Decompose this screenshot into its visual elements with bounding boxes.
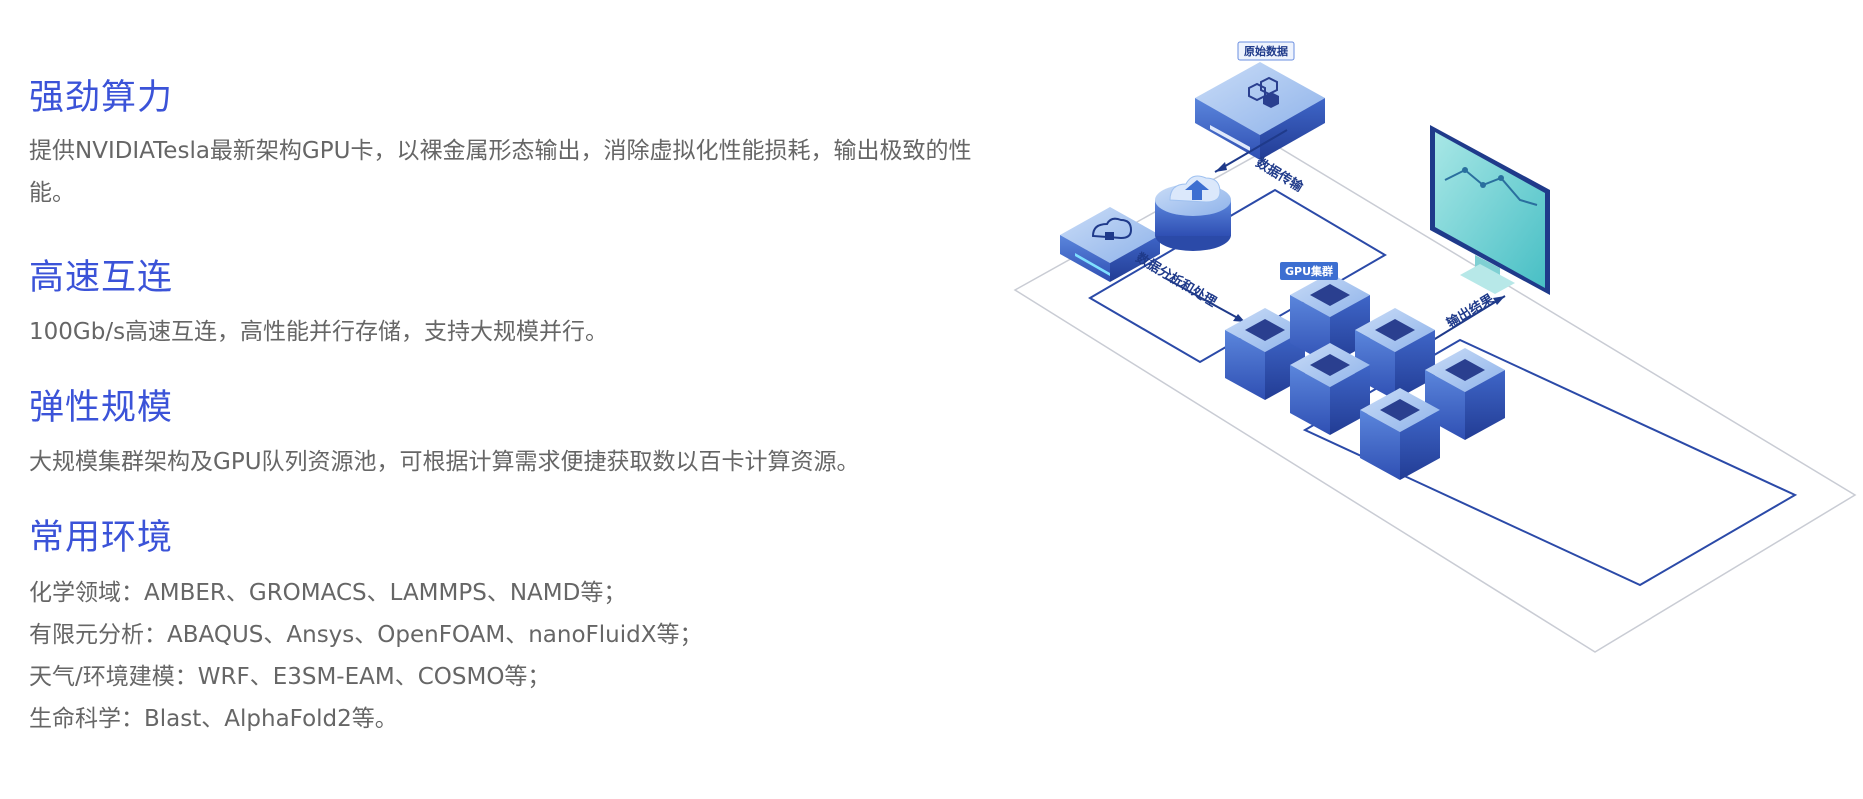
data-processing-arrow: 数据分析和处理 bbox=[1133, 250, 1246, 323]
cloud-lock-icon bbox=[1091, 217, 1133, 240]
raw-data-server bbox=[1195, 62, 1325, 160]
gpu-cluster-tag: GPU集群 bbox=[1280, 262, 1338, 280]
data-transfer-label: 数据传输 bbox=[1253, 155, 1307, 196]
gpu-server bbox=[1360, 388, 1440, 480]
architecture-diagram: 原始数据 bbox=[1005, 40, 1863, 670]
feature-common-environments: 常用环境 化学领域：AMBER、GROMACS、LAMMPS、NAMD等； 有限… bbox=[29, 514, 1009, 740]
monitor bbox=[1430, 125, 1550, 295]
output-arrow: 输出结果 bbox=[1424, 291, 1506, 346]
feature-title: 高速互连 bbox=[29, 258, 174, 298]
hexagon-icon bbox=[1248, 76, 1279, 108]
feature-title: 常用环境 bbox=[29, 518, 174, 558]
env-line-life-science: 生命科学：Blast、AlphaFold2等。 bbox=[29, 706, 398, 732]
cloud-storage bbox=[1060, 207, 1160, 282]
env-line-chemistry: 化学领域：AMBER、GROMACS、LAMMPS、NAMD等； bbox=[29, 580, 627, 606]
raw-data-tag: 原始数据 bbox=[1237, 41, 1295, 61]
data-processing-label: 数据分析和处理 bbox=[1133, 250, 1219, 311]
cloud-cylinder bbox=[1155, 175, 1231, 251]
env-line-weather: 天气/环境建模：WRF、E3SM-EAM、COSMO等； bbox=[29, 664, 551, 690]
feature-title: 强劲算力 bbox=[29, 78, 174, 118]
feature-interconnect: 高速互连 100Gb/s高速互连，高性能并行存储，支持大规模并行。 bbox=[29, 254, 1009, 350]
gpu-server bbox=[1225, 308, 1305, 400]
architecture-illustration: 原始数据 bbox=[1013, 41, 1857, 653]
raw-data-tag-label: 原始数据 bbox=[1244, 44, 1288, 58]
feature-desc: 100Gb/s高速互连，高性能并行存储，支持大规模并行。 bbox=[29, 319, 609, 345]
feature-title: 弹性规模 bbox=[29, 388, 174, 428]
env-line-fea: 有限元分析：ABAQUS、Ansys、OpenFOAM、nanoFluidX等； bbox=[29, 622, 703, 648]
feature-desc: 大规模集群架构及GPU队列资源池，可根据计算需求便捷获取数以百卡计算资源。 bbox=[29, 449, 860, 475]
feature-computing-power: 强劲算力 提供NVIDIATesla最新架构GPU卡，以裸金属形态输出，消除虚拟… bbox=[29, 74, 1009, 214]
feature-desc: 提供NVIDIATesla最新架构GPU卡，以裸金属形态输出，消除虚拟化性能损耗… bbox=[29, 138, 972, 206]
feature-elastic-scale: 弹性规模 大规模集群架构及GPU队列资源池，可根据计算需求便捷获取数以百卡计算资… bbox=[29, 384, 1009, 480]
gpu-cluster-tag-label: GPU集群 bbox=[1285, 264, 1333, 278]
upload-arrow-icon bbox=[1185, 180, 1209, 200]
output-label: 输出结果 bbox=[1444, 291, 1497, 332]
env-list: 化学领域：AMBER、GROMACS、LAMMPS、NAMD等； 有限元分析：A… bbox=[29, 572, 1009, 740]
